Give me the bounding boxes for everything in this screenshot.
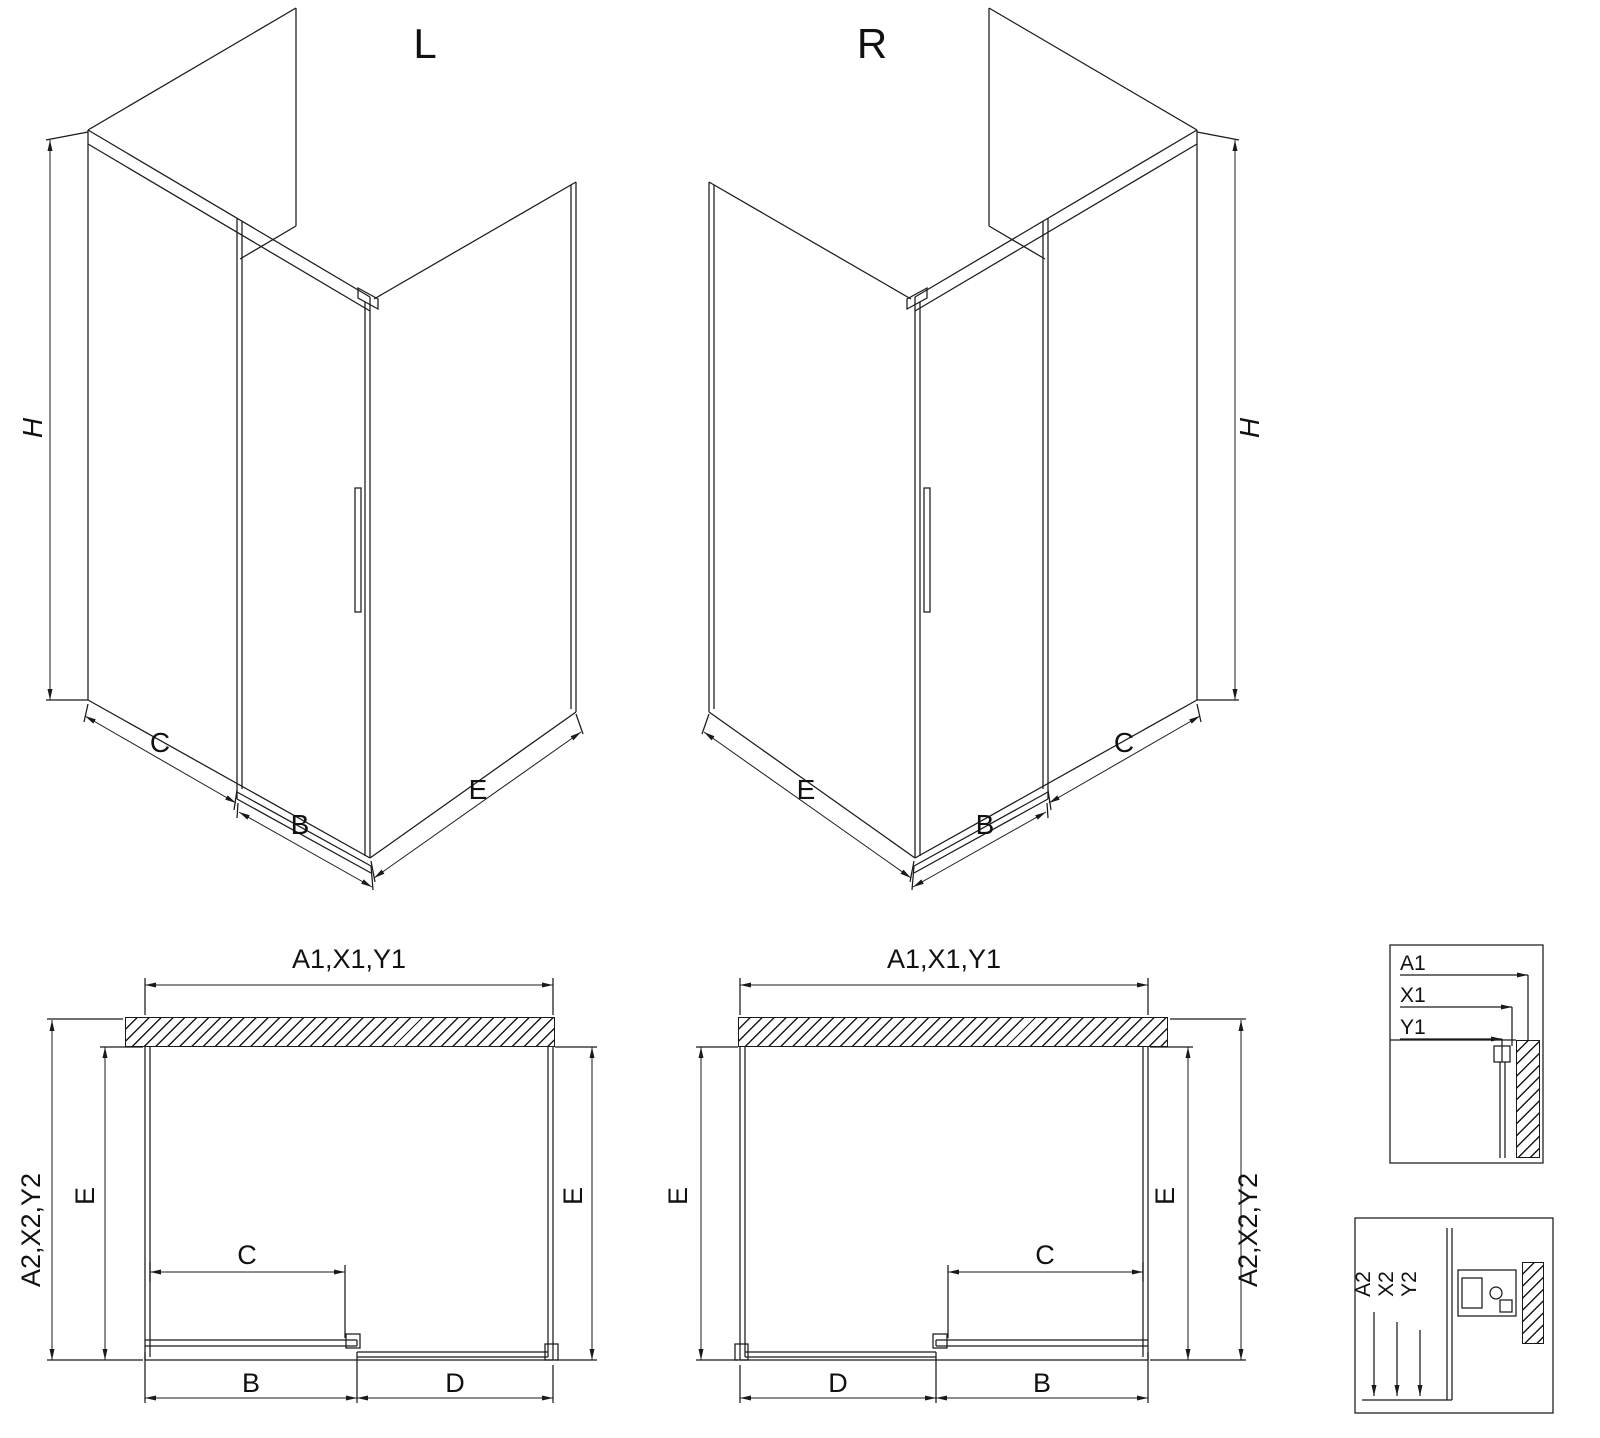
iso-left-dim-b: B xyxy=(291,809,310,840)
iso-right-dim-b: B xyxy=(976,809,995,840)
detail-top-label-y1: Y1 xyxy=(1400,1016,1426,1039)
iso-right-dim-e: E xyxy=(797,774,816,805)
plan-right-dim-c: C xyxy=(1035,1240,1055,1270)
detail-bottom-label-x2: X2 xyxy=(1375,1271,1398,1297)
iso-right-title: R xyxy=(857,20,887,67)
iso-right-dim-h: H xyxy=(1234,417,1265,438)
iso-left-dim-c: C xyxy=(150,727,170,758)
diagram-linework xyxy=(45,7,1554,1414)
wall-section-hatch-detail-top xyxy=(1516,1040,1540,1158)
plan-left-dim-a2: A2,X2,Y2 xyxy=(16,1173,46,1287)
wall-section-hatch-plan-left xyxy=(125,1017,555,1047)
iso-left-title: L xyxy=(413,20,436,67)
plan-right-dim-a1: A1,X1,Y1 xyxy=(887,944,1001,974)
detail-bottom-label-y2: Y2 xyxy=(1398,1271,1421,1297)
iso-left-dim-h: H xyxy=(17,417,48,438)
detail-bottom-label-a2: A2 xyxy=(1352,1271,1375,1297)
plan-left-dim-c: C xyxy=(237,1240,257,1270)
plan-left-dim-b: B xyxy=(242,1368,260,1398)
dimension-lines xyxy=(47,140,1528,1401)
iso-left-dim-e: E xyxy=(469,774,488,805)
plan-right-dim-a2: A2,X2,Y2 xyxy=(1233,1173,1263,1287)
detail-top-label-x1: X1 xyxy=(1400,984,1426,1007)
plan-right-dim-d: D xyxy=(828,1368,848,1398)
diagram-labels: L H C B E R H C B E A1,X1,Y1 A2,X2,Y2 E … xyxy=(16,20,1426,1398)
detail-top-label-a1: A1 xyxy=(1400,952,1426,975)
plan-left-dim-e-left: E xyxy=(70,1187,100,1205)
plan-left-dim-d: D xyxy=(445,1368,465,1398)
wall-section-hatch-plan-right xyxy=(738,1017,1168,1047)
plan-right-dim-e-left: E xyxy=(663,1187,693,1205)
plan-left-dim-a1: A1,X1,Y1 xyxy=(292,944,406,974)
iso-right-dim-c: C xyxy=(1114,727,1134,758)
plan-left-dim-e-right: E xyxy=(558,1187,588,1205)
plan-right-dim-e-right: E xyxy=(1150,1187,1180,1205)
plan-right-dim-b: B xyxy=(1033,1368,1051,1398)
wall-section-hatch-detail-bottom xyxy=(1522,1262,1544,1344)
